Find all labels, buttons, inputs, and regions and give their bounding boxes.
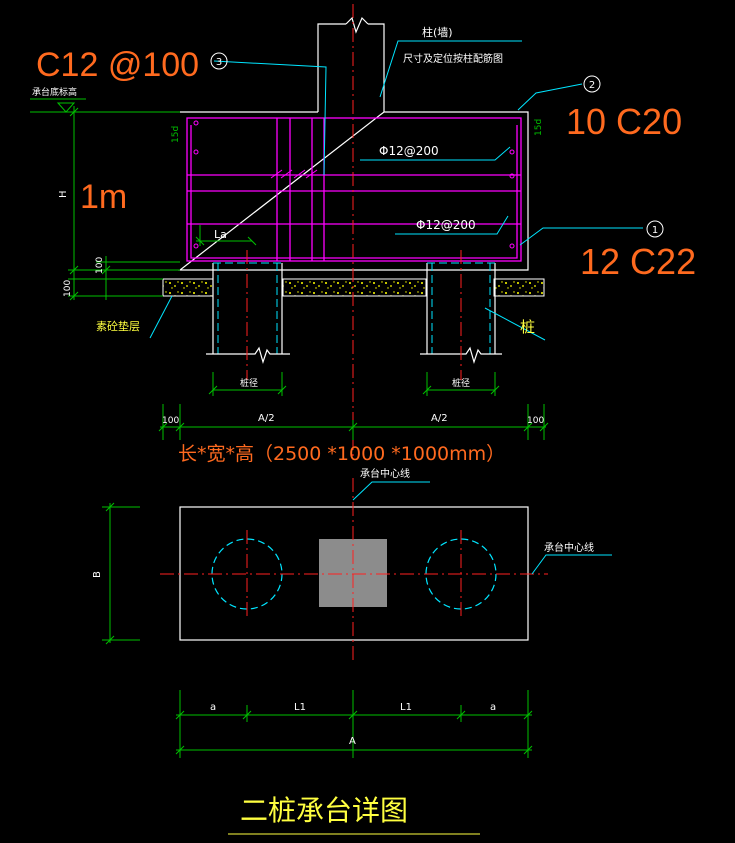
- rebar-dots: [193, 120, 515, 249]
- pile-left: [206, 262, 290, 365]
- pile-right: [420, 262, 502, 365]
- pile-cap-section: [178, 111, 529, 271]
- section-centerlines: [246, 4, 462, 458]
- a-small-right: a: [490, 702, 496, 713]
- a-half-right: A/2: [431, 413, 448, 424]
- la-marker: [195, 225, 257, 246]
- section-width-dimension: [158, 372, 549, 440]
- cap-bottom-elev-label: 承台底标高: [32, 86, 77, 98]
- bar-top-label: Φ12@200: [379, 144, 439, 158]
- leader-lines: [149, 40, 643, 341]
- marker-1-text: 1: [652, 225, 658, 236]
- ten-c20-annotation: 10 C20: [566, 101, 682, 142]
- pile-diameter-left: 桩径: [240, 377, 258, 389]
- marker-3-text: 3: [216, 57, 222, 68]
- one-m-annotation: 1m: [80, 178, 127, 216]
- callout-marker-1: 1: [646, 220, 664, 238]
- la-label: La: [214, 228, 227, 241]
- pile-diameter-right: 桩径: [452, 377, 470, 389]
- rebar-cage: [186, 117, 522, 262]
- plan-length-dimension: [175, 690, 533, 758]
- twelve-c22-annotation: 12 C22: [580, 241, 696, 282]
- c12-annotation: C12 @100: [36, 46, 199, 84]
- height-dimension: [30, 98, 180, 301]
- dim-100-b: 100: [63, 280, 73, 297]
- marker-2-text: 2: [589, 80, 595, 91]
- dim-100-a: 100: [95, 257, 105, 274]
- plain-concrete-label: 素砼垫层: [96, 319, 140, 333]
- a-small-left: a: [210, 702, 216, 713]
- a-total-label: A: [349, 736, 356, 747]
- drawing-title: 二桩承台详图: [240, 794, 408, 827]
- dim-100-left: 100: [162, 416, 179, 426]
- column-bar-hooks: [270, 169, 318, 179]
- column-note-label: 尺寸及定位按柱配筋图: [403, 52, 503, 65]
- cap-centerline-label-top: 承台中心线: [360, 467, 410, 480]
- plan-centerlines: [160, 478, 548, 660]
- callout-marker-2: 2: [583, 75, 601, 93]
- plan-b-dimension: [102, 502, 140, 645]
- column-outline: [317, 16, 385, 112]
- cap-centerline-label-right: 承台中心线: [544, 541, 594, 554]
- column-plan: [319, 539, 387, 607]
- fifteen-d-left: 15d: [171, 126, 181, 143]
- l1-left: L1: [294, 702, 306, 713]
- plain-concrete-cushion: [162, 278, 545, 297]
- h-label: H: [58, 190, 69, 198]
- bar-bottom-label: Φ12@200: [416, 218, 476, 232]
- dimensions-annotation: 长*宽*高（2500 *1000 *1000mm）: [178, 443, 505, 465]
- plan-leaders: [352, 481, 612, 575]
- callout-marker-3: 3: [210, 52, 228, 70]
- l1-right: L1: [400, 702, 412, 713]
- column-wall-label: 柱(墙): [422, 25, 453, 39]
- pile-label: 桩: [520, 318, 535, 336]
- a-half-left: A/2: [258, 413, 275, 424]
- b-label: B: [92, 571, 103, 578]
- dim-100-right: 100: [527, 416, 544, 426]
- fifteen-d-right: 15d: [534, 119, 544, 136]
